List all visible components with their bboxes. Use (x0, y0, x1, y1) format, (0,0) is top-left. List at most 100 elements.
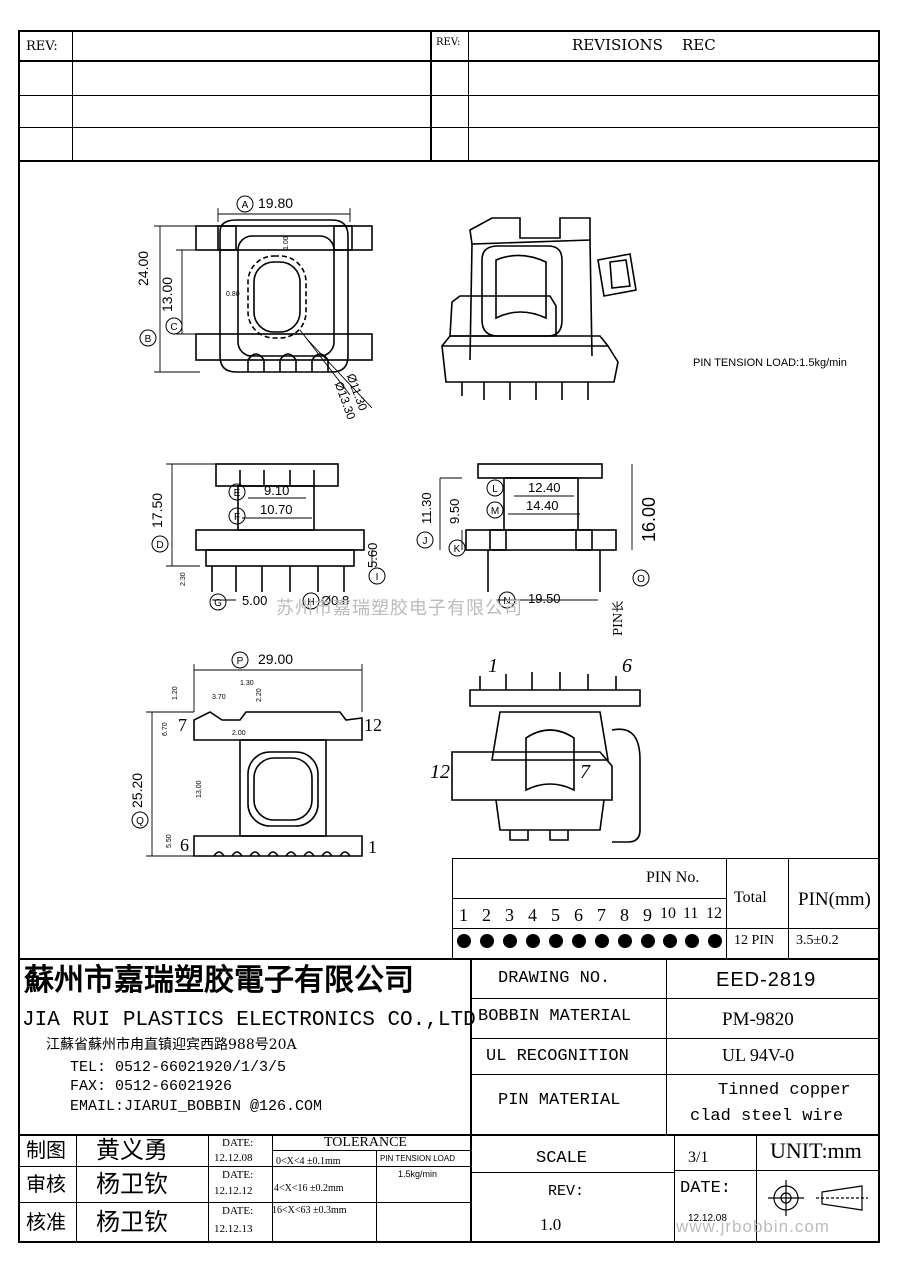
dim-1-00: 1.00 (283, 236, 290, 250)
approval-date: 12.12.12 (214, 1185, 253, 1197)
svg-text:F: F (234, 512, 240, 523)
dim-1-20: 1.20 (172, 686, 179, 700)
pin-number: 12 (706, 905, 722, 922)
pin-label-12: 12 (364, 715, 382, 735)
svg-text:O: O (637, 574, 645, 585)
dim-0-80: 0.80 (226, 291, 240, 298)
svg-text:K: K (454, 544, 461, 555)
drawing-no-value: EED-2819 (716, 969, 817, 991)
rev-label: REV: (548, 1183, 585, 1200)
dim-n: 19.50 (528, 591, 561, 606)
company-email: EMAIL:JIARUI_BOBBIN @126.COM (70, 1098, 323, 1115)
ul-recognition-label: UL RECOGNITION (486, 1047, 629, 1066)
pin-number: 11 (683, 905, 699, 922)
iso-pin-label-7: 7 (580, 761, 590, 783)
tolerance-row: 16<X<63 ±0.3mm (272, 1205, 347, 1216)
svg-text:P: P (237, 656, 244, 667)
dim-j: 11.30 (419, 492, 434, 524)
approval-name: 杨卫钦 (96, 1208, 168, 1236)
dim-2-00: 2.00 (232, 730, 246, 737)
date-value: 12.12.08 (688, 1213, 727, 1224)
svg-text:D: D (156, 540, 163, 551)
dim-h: Ø0.8 (321, 593, 350, 608)
bobbin-material-value: PM-9820 (722, 1009, 794, 1030)
dim-p: 29.00 (258, 651, 294, 667)
top-view-outline (195, 219, 373, 373)
bottom-view-dims (146, 664, 363, 857)
pin-number: 6 (574, 905, 583, 925)
tolerance-row: 0<X<4 ±0.1mm (276, 1156, 341, 1167)
dimension-markers (131, 195, 650, 829)
dim-13-00: 13.00 (196, 780, 203, 798)
svg-text:C: C (170, 322, 177, 333)
svg-text:J: J (423, 536, 428, 547)
svg-text:M: M (491, 506, 499, 517)
pin-material-value-2: clad steel wire (690, 1107, 844, 1126)
revisions-header: REVISIONS (572, 36, 663, 54)
pin-material-value-1: Tinned copper (718, 1081, 851, 1100)
dim-c: 13.00 (159, 276, 175, 312)
pin-number: 5 (551, 905, 560, 925)
pin-table-total-label: Total (734, 889, 767, 906)
pin-dots (457, 934, 722, 948)
svg-text:I: I (376, 572, 379, 583)
approval-date-label: DATE: (222, 1169, 254, 1181)
approval-name: 杨卫钦 (96, 1170, 168, 1198)
iso-view-top (441, 217, 637, 400)
dim-q: 25.20 (129, 772, 145, 808)
scale-label: SCALE (536, 1149, 588, 1168)
pin-number: 4 (528, 905, 537, 925)
rev-label-right: REV: (436, 37, 461, 48)
dim-f: 10.70 (260, 502, 293, 517)
svg-text:Q: Q (136, 816, 144, 827)
projection-symbol-icon (768, 1180, 868, 1216)
dim-m: 14.40 (526, 498, 559, 513)
rev-label-left: REV: (26, 39, 58, 54)
unit-label: UNIT:mm (770, 1138, 862, 1163)
tolerance-pin-tension-1: PIN TENSION LOAD (380, 1154, 455, 1163)
scale-value: 3/1 (688, 1149, 709, 1166)
pin-number: 2 (482, 905, 491, 925)
svg-text:H: H (307, 597, 314, 608)
front-view-dims (439, 464, 633, 601)
watermark-url: www.jrbobbin.com (676, 1217, 830, 1236)
dim-6-70: 6.70 (162, 722, 169, 736)
top-view-dims (154, 208, 373, 409)
approval-date: 12.12.08 (214, 1152, 253, 1164)
approval-role: 制图 (26, 1138, 66, 1162)
iso-pin-label-12: 12 (430, 761, 450, 783)
approval-role: 审核 (26, 1172, 66, 1196)
pin-table-mm-value: 3.5±0.2 (796, 933, 839, 948)
company-address: 江蘇省蘇州市甪直镇迎宾西路988号20A (46, 1037, 297, 1053)
pin-table-header: PIN No. (646, 869, 700, 886)
svg-text:B: B (145, 334, 152, 345)
date-label: DATE: (680, 1179, 732, 1198)
pin-material-label: PIN MATERIAL (498, 1091, 621, 1110)
bobbin-material-label: BOBBIN MATERIAL (478, 1007, 632, 1026)
tolerance-row: 4<X<16 ±0.2mm (274, 1183, 344, 1194)
dim-d: 17.50 (149, 492, 165, 528)
tolerance-title: TOLERANCE (324, 1135, 407, 1150)
approval-date-label: DATE: (222, 1137, 254, 1149)
dim-l: 12.40 (528, 480, 561, 495)
pin-table-mm-label: PIN(mm) (798, 889, 871, 910)
dim-1-30: 1.30 (240, 680, 254, 687)
ul-recognition-value: UL 94V-0 (722, 1045, 795, 1065)
dim-height: 16.00 (639, 496, 659, 542)
iso-pin-label-1: 1 (488, 655, 498, 677)
drawing-no-label: DRAWING NO. (498, 969, 611, 988)
company-name-cn: 蘇州市嘉瑞塑胶電子有限公司 (24, 963, 414, 998)
pin-table-total-value: 12 PIN (734, 933, 775, 948)
tolerance-pin-tension-2: 1.5kg/min (398, 1169, 438, 1179)
pin-number: 8 (620, 905, 629, 925)
pin-label-6: 6 (180, 835, 189, 855)
pin-number: 10 (660, 905, 676, 922)
pin-number: 3 (505, 905, 514, 925)
dim-a: 19.80 (258, 195, 294, 211)
svg-text:E: E (234, 488, 241, 499)
pin-number: 1 (459, 905, 468, 925)
dim-3-70: 3.70 (212, 694, 226, 701)
svg-text:L: L (492, 484, 498, 495)
company-name-en: JIA RUI PLASTICS ELECTRONICS CO.,LTD (22, 1009, 476, 1032)
